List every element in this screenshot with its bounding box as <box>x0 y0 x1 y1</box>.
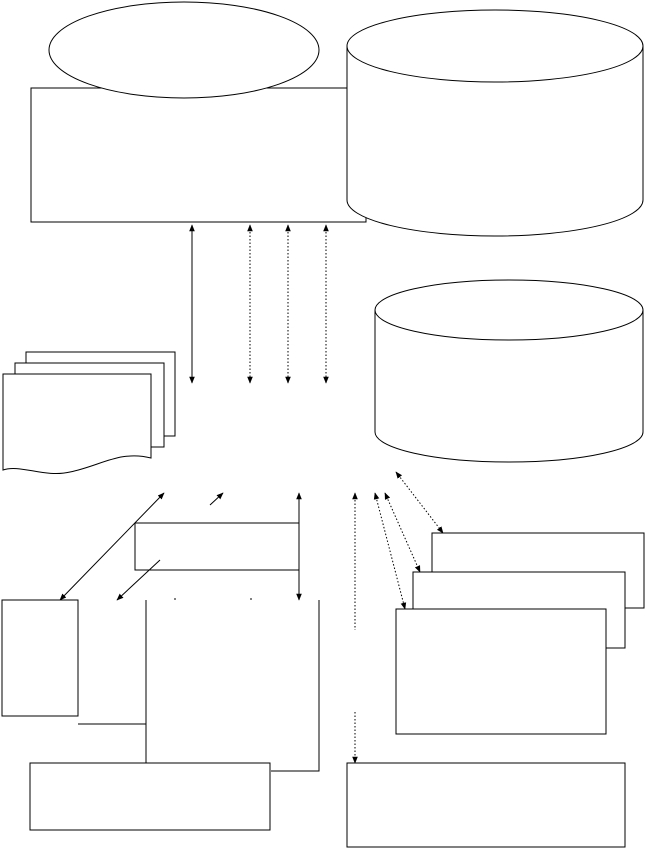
diagonal-arrow-left <box>59 492 165 601</box>
bottom-left-box <box>29 762 271 831</box>
bottom-right-box <box>346 762 626 848</box>
database-top <box>346 9 644 237</box>
dotted-arrow-to-stack-3 <box>373 492 407 610</box>
center-column-right-edge <box>271 600 320 772</box>
left-box <box>1 599 79 717</box>
dotted-arrow-to-stack-2 <box>384 492 421 573</box>
top-ellipse <box>48 1 320 99</box>
short-arrow-up <box>209 492 224 506</box>
middle-box <box>134 522 300 571</box>
arrow-to-left-column <box>116 559 161 601</box>
right-box <box>395 608 607 735</box>
dotted-arrow-database-to-stack <box>395 471 444 534</box>
database-right <box>374 279 644 463</box>
document-stack <box>2 351 176 474</box>
main-box <box>30 87 367 223</box>
